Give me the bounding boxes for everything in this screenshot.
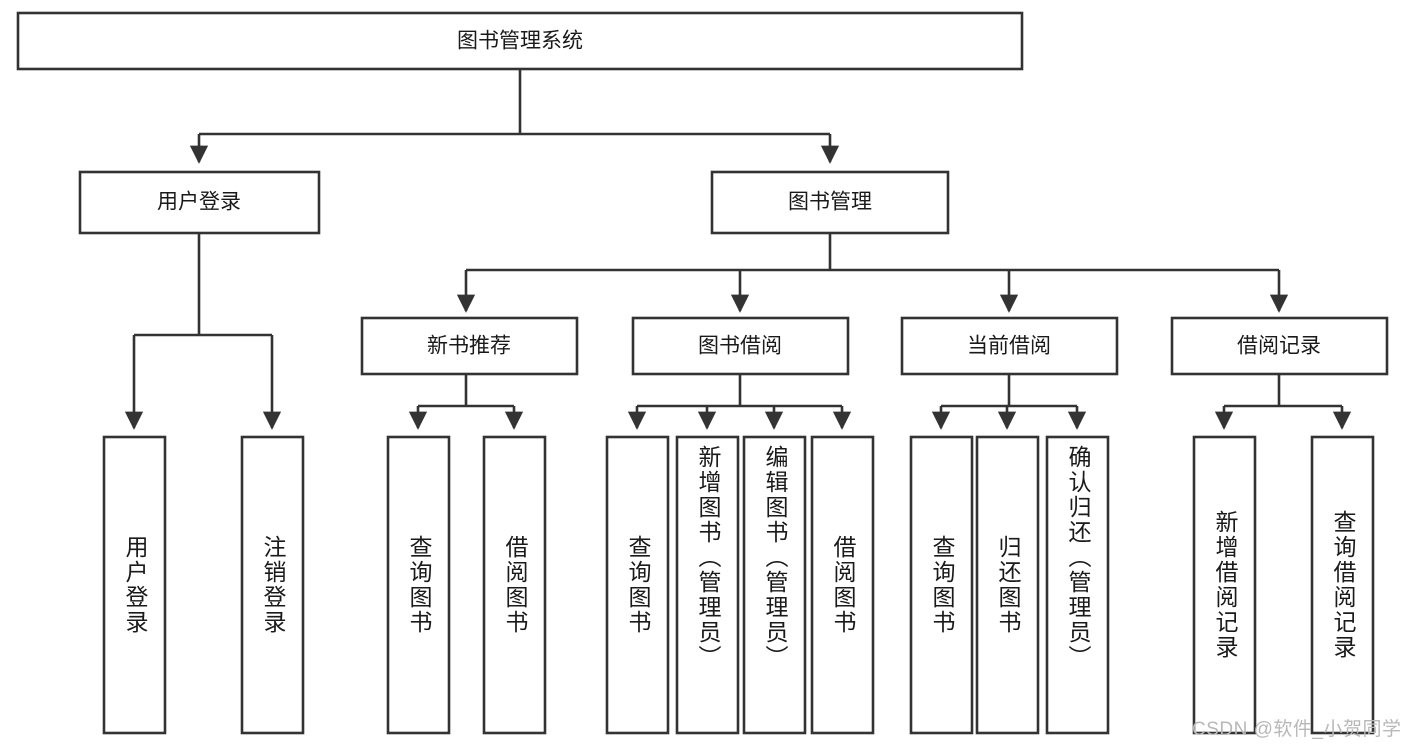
leaf-logout-rect[interactable]	[240, 435, 305, 735]
connector-group-current-borrow	[931, 374, 1087, 430]
leaf-edit-book-rect[interactable]	[742, 435, 807, 735]
node-book-management-rect[interactable]	[710, 170, 950, 235]
node-new-book-recommend-label: 新书推荐	[427, 335, 511, 358]
node-current-borrow[interactable]: 当前借阅	[900, 316, 1119, 376]
node-book-management[interactable]: 图书管理	[710, 170, 950, 235]
leaf-add-record-rect[interactable]	[1192, 435, 1257, 735]
watermark: CSDN @软件_小贺同学	[1192, 719, 1402, 740]
node-user-login[interactable]: 用户登录	[78, 170, 321, 235]
leaf-query-book-3-rect[interactable]	[909, 435, 974, 735]
leaf-borrow-book-1-rect[interactable]	[482, 435, 547, 735]
leaf-query-book-1-rect[interactable]	[386, 435, 451, 735]
leaf-return-book-rect[interactable]	[975, 435, 1040, 735]
connector-group-user-login	[124, 233, 282, 430]
node-book-borrow-rect[interactable]	[631, 316, 850, 376]
node-book-borrow[interactable]: 图书借阅	[631, 316, 850, 376]
node-current-borrow-label: 当前借阅	[967, 335, 1051, 358]
leaf-boxes	[102, 435, 1375, 735]
leaf-query-book-2-rect[interactable]	[605, 435, 670, 735]
leaf-borrow-book-2-rect[interactable]	[810, 435, 875, 735]
node-new-book-recommend-rect[interactable]	[360, 316, 579, 376]
leaf-confirm-return-rect[interactable]	[1045, 435, 1110, 735]
node-root-label: 图书管理系统	[457, 30, 583, 53]
node-borrow-record[interactable]: 借阅记录	[1170, 316, 1389, 376]
node-book-borrow-label: 图书借阅	[698, 335, 782, 358]
node-borrow-record-rect[interactable]	[1170, 316, 1389, 376]
connector-group-book-management	[456, 233, 1289, 313]
connector-group-book-borrow	[627, 374, 852, 430]
leaf-user-login-rect[interactable]	[102, 435, 167, 735]
connector-group-borrow-record	[1214, 374, 1352, 430]
node-root-rect[interactable]	[16, 11, 1024, 71]
node-root[interactable]: 图书管理系统	[16, 11, 1024, 71]
connector-group-new-book-recommend	[408, 374, 524, 430]
node-user-login-label: 用户登录	[157, 191, 241, 214]
node-book-management-label: 图书管理	[788, 191, 872, 214]
node-borrow-record-label: 借阅记录	[1237, 335, 1321, 358]
leaf-query-record-rect[interactable]	[1310, 435, 1375, 735]
connector-group-root	[189, 69, 840, 164]
node-user-login-rect[interactable]	[78, 170, 321, 235]
node-new-book-recommend[interactable]: 新书推荐	[360, 316, 579, 376]
node-current-borrow-rect[interactable]	[900, 316, 1119, 376]
leaf-add-book-rect[interactable]	[675, 435, 740, 735]
